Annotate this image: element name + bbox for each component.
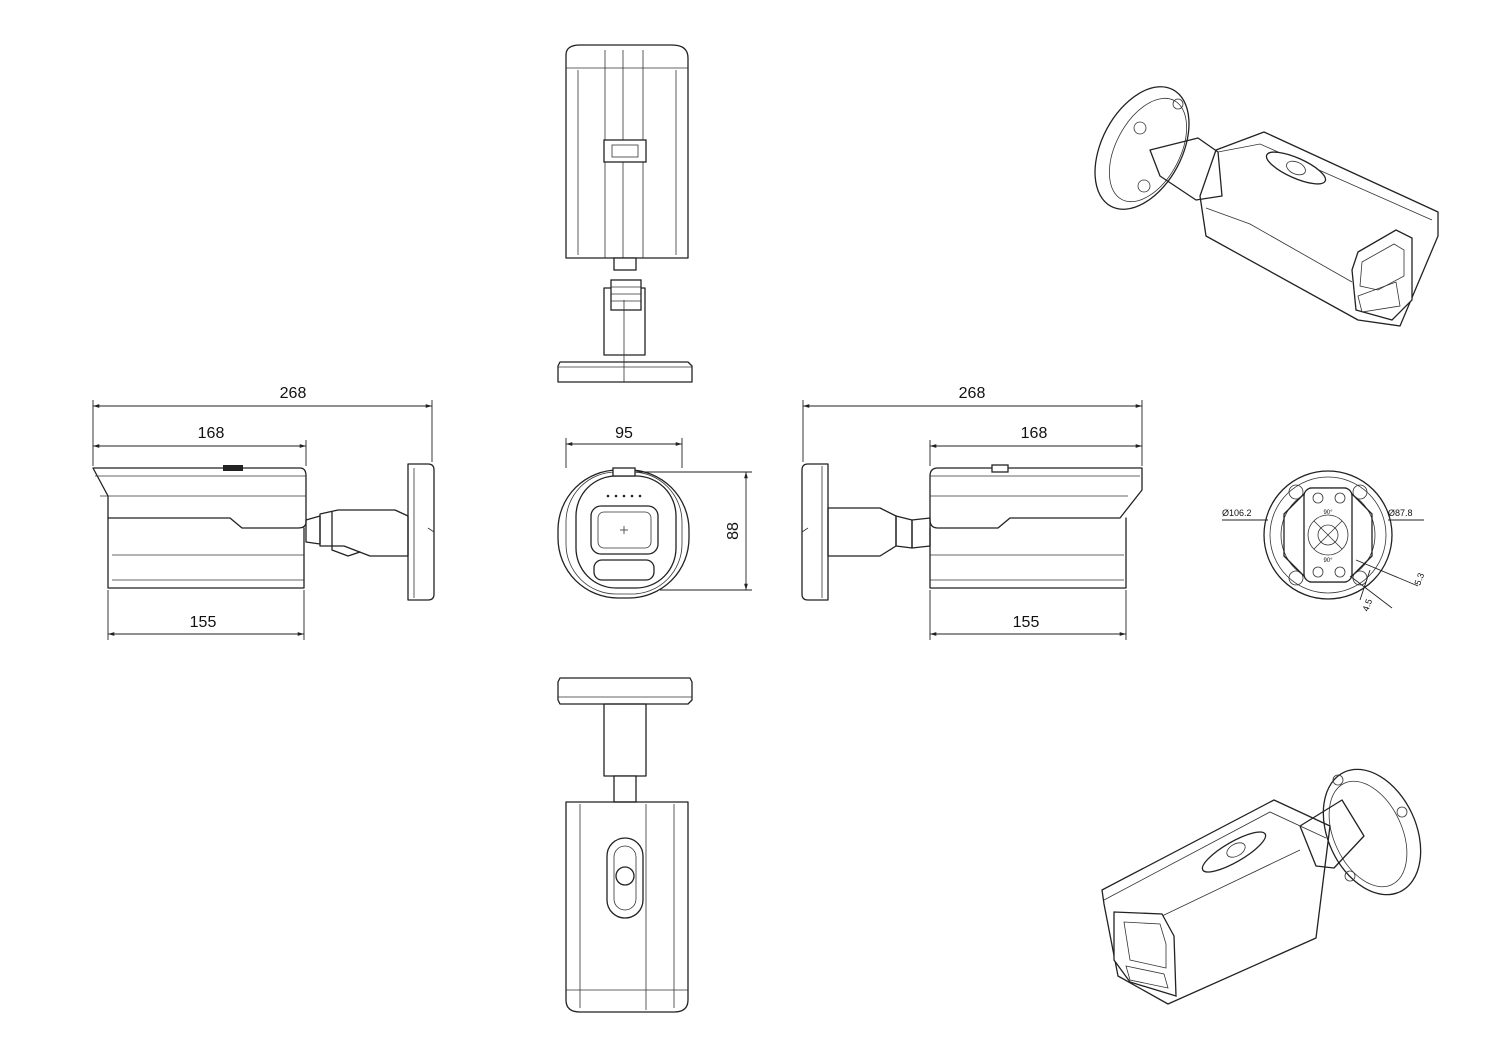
front-width-label: 95 xyxy=(615,425,633,442)
hole-dim-a-label: 4.5 xyxy=(1360,598,1374,613)
hole-dim-b-label: 5.3 xyxy=(1412,572,1426,587)
overall-length-label-left: 268 xyxy=(280,385,307,402)
front-height-label: 88 xyxy=(725,522,742,540)
housing-length-label-left: 168 xyxy=(198,425,225,442)
angle-label-bottom: 90° xyxy=(1323,558,1333,564)
angle-label-top: 90° xyxy=(1323,510,1333,516)
body-length-label-left: 155 xyxy=(190,614,217,631)
isometric-view-top xyxy=(1094,86,1439,327)
outer-diameter-label: Ø106.2 xyxy=(1222,508,1252,518)
ir-led-dots xyxy=(606,494,642,498)
body-length-label-right: 155 xyxy=(1013,614,1040,631)
housing-length-label-right: 168 xyxy=(1021,425,1048,442)
inner-diameter-label: Ø87.8 xyxy=(1388,508,1413,518)
base-view xyxy=(1222,470,1424,609)
right-side-view xyxy=(801,400,1143,640)
overall-length-label-right: 268 xyxy=(959,385,986,402)
top-view xyxy=(557,44,693,383)
left-side-view xyxy=(92,400,435,640)
front-view xyxy=(557,438,752,599)
isometric-view-bottom xyxy=(1101,768,1422,1005)
bottom-view xyxy=(557,677,693,1013)
